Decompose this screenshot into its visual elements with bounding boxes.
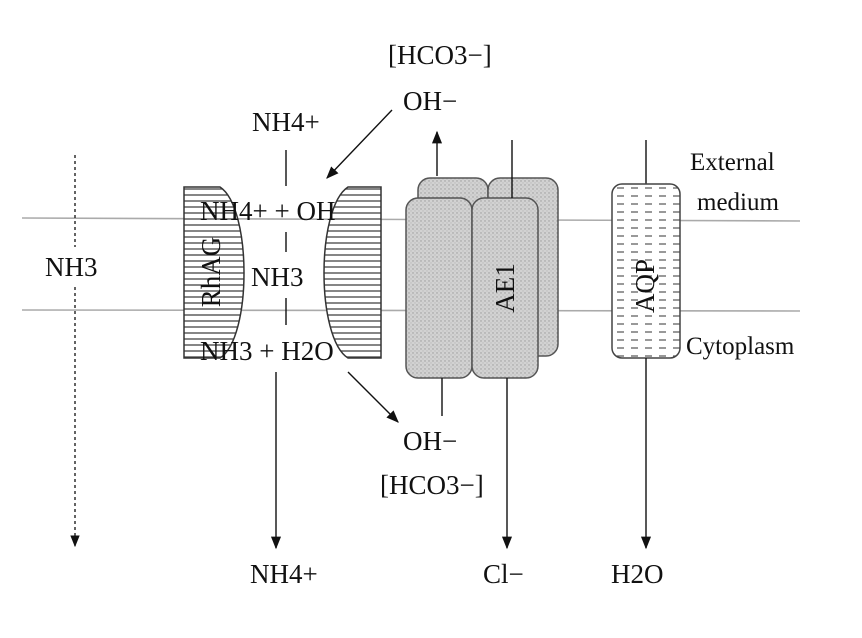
hco3-bottom-label: [HCO3−] xyxy=(380,470,484,500)
cytoplasm-label: Cytoplasm xyxy=(686,333,795,360)
oh-bottom-label: OH− xyxy=(403,426,457,456)
cl-bottom-label: Cl− xyxy=(483,559,524,589)
oh-efflux-arrow xyxy=(347,371,399,423)
nh4-oh-label: NH4+ + OH xyxy=(200,196,335,226)
ae1-front-right xyxy=(471,197,539,379)
nh3-left-label: NH3 xyxy=(45,252,98,282)
nh3-h2o-label: NH3 + H2O xyxy=(200,336,334,366)
rhag-channel-right xyxy=(323,186,382,359)
nh4-top-label: NH4+ xyxy=(252,107,320,137)
ae1-front-left xyxy=(405,197,473,379)
external-medium-label-line2: medium xyxy=(697,189,779,216)
h2o-bottom-label: H2O xyxy=(611,559,664,589)
ae1-label: AE1 xyxy=(490,263,520,313)
external-medium-label-line1: External xyxy=(690,149,775,176)
aqp-label: AQP xyxy=(630,259,660,313)
nh3-center-label: NH3 xyxy=(251,262,304,292)
rhag-channel-left xyxy=(183,186,245,359)
oh-influx-arrow xyxy=(326,109,393,179)
nh4-bottom-label: NH4+ xyxy=(250,559,318,589)
rhag-label: RhAG xyxy=(196,237,226,308)
oh-top-label: OH− xyxy=(403,86,457,116)
hco3-top-label: [HCO3−] xyxy=(388,40,492,70)
